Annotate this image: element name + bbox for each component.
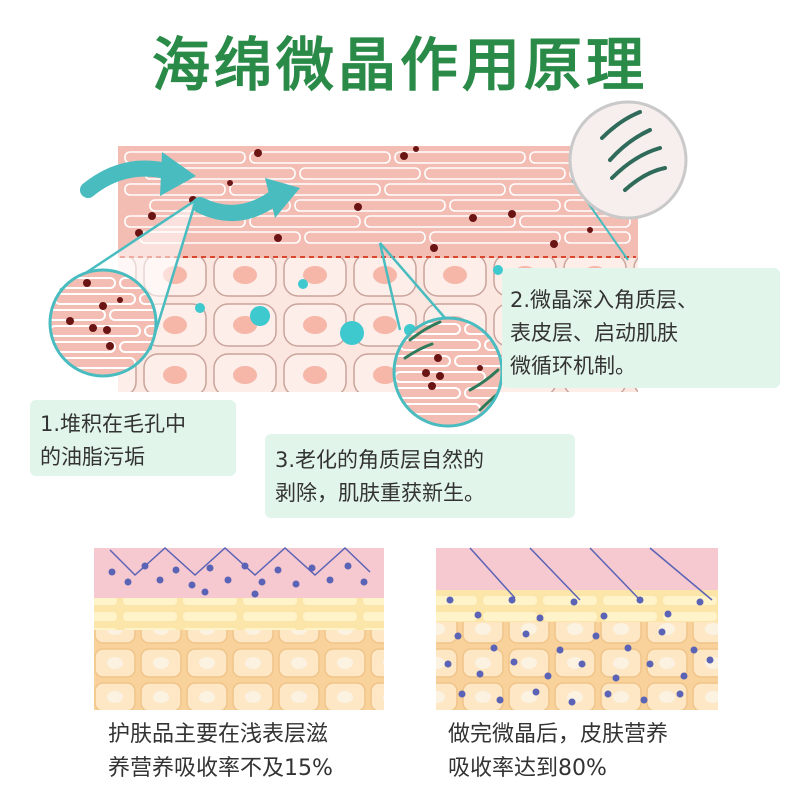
caption-after-line-2: 吸收率达到80% bbox=[448, 756, 607, 781]
callout-3-line-1: 3.老化的角质层自然的 bbox=[275, 448, 485, 472]
callout-2-line-1: 2.微晶深入角质层、 bbox=[510, 288, 699, 312]
caption-before: 护肤品主要在浅表层滋 养营养吸收率不及15% bbox=[108, 718, 333, 786]
caption-after-line-1: 做完微晶后，皮肤营养 bbox=[448, 722, 669, 747]
caption-after: 做完微晶后，皮肤营养 吸收率达到80% bbox=[448, 718, 668, 786]
nutrient-dots-deep bbox=[444, 596, 714, 706]
dirt-particles bbox=[135, 146, 593, 252]
callout-3-line-2: 剥除，肌肤重获新生。 bbox=[275, 481, 485, 505]
zoom-lens-pore bbox=[48, 198, 198, 378]
page-title: 海绵微晶作用原理 bbox=[151, 31, 648, 99]
panel-before bbox=[94, 546, 384, 710]
zoom-lens-peeling bbox=[378, 242, 504, 428]
flow-arrows bbox=[80, 152, 300, 221]
zoom-lens-crystal-scratch bbox=[568, 100, 688, 261]
caption-before-line-1: 护肤品主要在浅表层滋 bbox=[108, 722, 329, 747]
callout-2-line-3: 微循环机制。 bbox=[510, 354, 636, 378]
stratum-corneum bbox=[118, 146, 638, 258]
callout-renewal: 3.老化的角质层自然的 剥除，肌肤重获新生。 bbox=[265, 434, 575, 518]
callout-2-line-2: 表皮层、启动肌肤 bbox=[510, 321, 678, 345]
nutrient-dots bbox=[108, 562, 368, 598]
microcrystals bbox=[195, 265, 503, 345]
callout-crystal-deep: 2.微晶深入角质层、 表皮层、启动肌肤 微循环机制。 bbox=[502, 268, 780, 388]
callout-1-line-1: 1.堆积在毛孔中 bbox=[40, 412, 187, 436]
callout-1-line-2: 的油脂污垢 bbox=[40, 445, 145, 469]
panel-after bbox=[436, 547, 718, 710]
caption-before-line-2: 养营养吸收率不及15% bbox=[108, 756, 333, 781]
callout-pore-dirt: 1.堆积在毛孔中 的油脂污垢 bbox=[30, 400, 236, 476]
